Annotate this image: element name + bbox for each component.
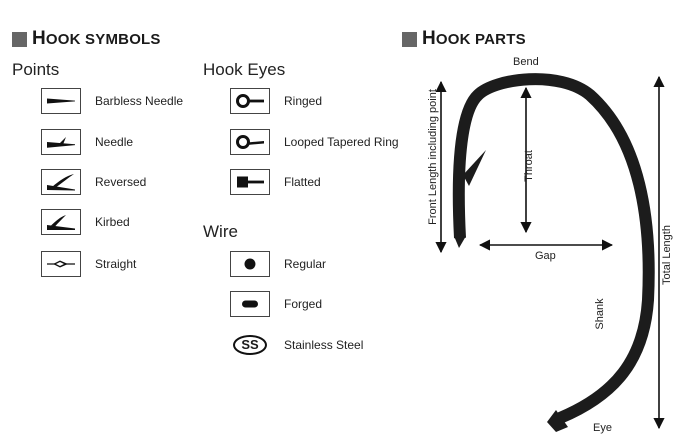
heading-initial: H bbox=[422, 28, 436, 49]
regular-wire-icon bbox=[244, 258, 256, 270]
hook-eye-end bbox=[547, 410, 568, 432]
point-kirbed: Kirbed bbox=[41, 208, 130, 236]
looped-tapered-ring-icon bbox=[236, 135, 264, 149]
heading-square-icon bbox=[402, 31, 417, 47]
point-label: Kirbed bbox=[95, 215, 130, 229]
eye-ringed: Ringed bbox=[230, 87, 322, 115]
bend-label: Bend bbox=[513, 56, 539, 68]
wire-forged: Forged bbox=[230, 290, 322, 318]
wire-label: Stainless Steel bbox=[284, 338, 364, 352]
straight-icon bbox=[47, 260, 75, 268]
heading-square-icon bbox=[12, 31, 27, 47]
barbless-needle-icon bbox=[47, 98, 75, 104]
hook-symbols-heading: HOOK SYMBOLS bbox=[12, 27, 161, 51]
eye-label: Ringed bbox=[284, 94, 323, 108]
forged-wire-icon bbox=[242, 300, 258, 308]
point-reversed: Reversed bbox=[41, 168, 146, 196]
heading-rest: OOK PARTS bbox=[435, 31, 526, 48]
total-length-label: Total Length bbox=[661, 225, 673, 285]
point-barbless-needle: Barbless Needle bbox=[41, 87, 183, 115]
point-label: Straight bbox=[95, 257, 137, 271]
shank-label: Shank bbox=[594, 298, 606, 330]
heading-initial: H bbox=[32, 28, 46, 49]
hook-body bbox=[452, 73, 655, 424]
eye-label: Eye bbox=[593, 422, 612, 434]
eye-flatted: Flatted bbox=[230, 168, 321, 196]
points-section-label: Points bbox=[12, 60, 60, 79]
hook-barb bbox=[463, 150, 486, 186]
eye-looped-tapered-ring: Looped Tapered Ring bbox=[230, 128, 399, 156]
point-straight: Straight bbox=[41, 250, 136, 278]
eye-label: Flatted bbox=[284, 175, 321, 189]
needle-icon bbox=[47, 137, 75, 148]
wire-section-label: Wire bbox=[203, 222, 238, 241]
flatted-eye-icon bbox=[237, 176, 264, 188]
point-label: Reversed bbox=[95, 175, 147, 189]
ringed-eye-icon bbox=[236, 94, 264, 108]
hook-eyes-section-label: Hook Eyes bbox=[203, 60, 286, 79]
hook-point-tip bbox=[454, 236, 466, 248]
point-label: Barbless Needle bbox=[95, 94, 184, 108]
front-length-label: Front Length including point bbox=[427, 89, 439, 225]
eye-label: Looped Tapered Ring bbox=[284, 135, 399, 149]
wire-stainless-steel: SS Stainless Steel bbox=[230, 331, 363, 359]
wire-regular: Regular bbox=[230, 250, 326, 278]
kirbed-icon bbox=[47, 215, 75, 230]
heading-rest: OOK SYMBOLS bbox=[45, 31, 161, 48]
point-needle: Needle bbox=[41, 128, 133, 156]
wire-label: Regular bbox=[284, 257, 327, 271]
point-label: Needle bbox=[95, 135, 134, 149]
stainless-steel-icon: SS bbox=[230, 332, 270, 358]
wire-label: Forged bbox=[284, 297, 323, 311]
throat-label: Throat bbox=[523, 150, 535, 182]
reversed-icon bbox=[47, 174, 75, 191]
gap-label: Gap bbox=[535, 250, 556, 262]
ss-badge-text: SS bbox=[233, 335, 267, 355]
hook-parts-heading: HOOK PARTS bbox=[402, 27, 526, 51]
